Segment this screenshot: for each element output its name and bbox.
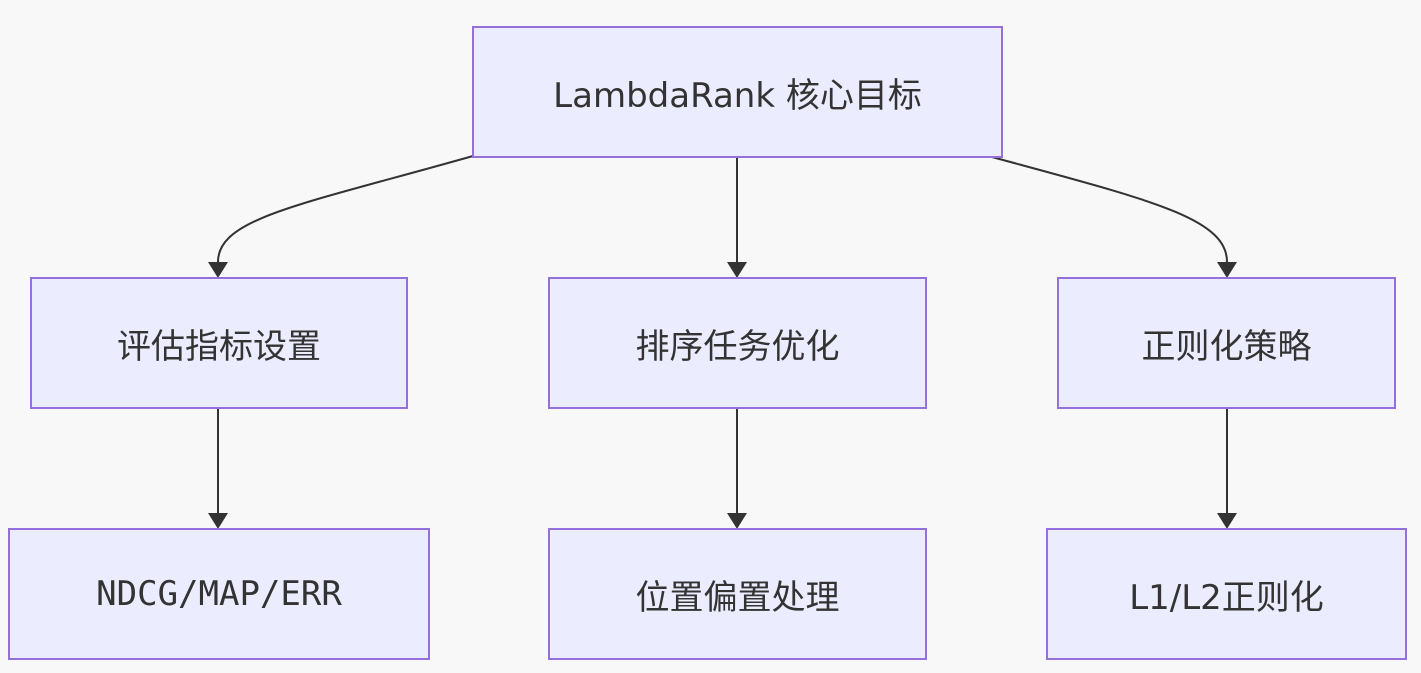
node-ranking-task-optimization: 排序任务优化 (548, 277, 927, 409)
node-regularization-strategy: 正则化策略 (1057, 277, 1396, 409)
arrowhead-rank-to-pos (727, 513, 747, 529)
node-eval-metric-setup: 评估指标设置 (30, 277, 408, 409)
node-label: 位置偏置处理 (635, 577, 840, 618)
arrowhead-eval-to-ndcg (208, 513, 228, 529)
node-l1-l2-regularization: L1/L2正则化 (1046, 528, 1407, 660)
arrowhead-root-to-reg (1217, 262, 1237, 278)
node-label: LambdaRank 核心目标 (553, 75, 922, 116)
node-lambdarank-core-goal: LambdaRank 核心目标 (472, 26, 1003, 158)
arrowhead-root-to-rank (727, 262, 747, 278)
node-label: 评估指标设置 (117, 326, 321, 367)
edge-root-to-reg (991, 156, 1228, 263)
arrowhead-reg-to-l1l2 (1217, 513, 1237, 529)
node-label: 正则化策略 (1141, 326, 1312, 367)
node-label: 排序任务优化 (635, 326, 840, 367)
arrowhead-root-to-eval (208, 262, 228, 278)
node-label: L1/L2正则化 (1129, 577, 1324, 618)
edge-root-to-eval (217, 155, 474, 263)
node-position-bias-handling: 位置偏置处理 (548, 528, 927, 660)
node-label: NDCG/MAP/ERR (96, 574, 342, 614)
node-ndcg-map-err: NDCG/MAP/ERR (8, 528, 430, 660)
